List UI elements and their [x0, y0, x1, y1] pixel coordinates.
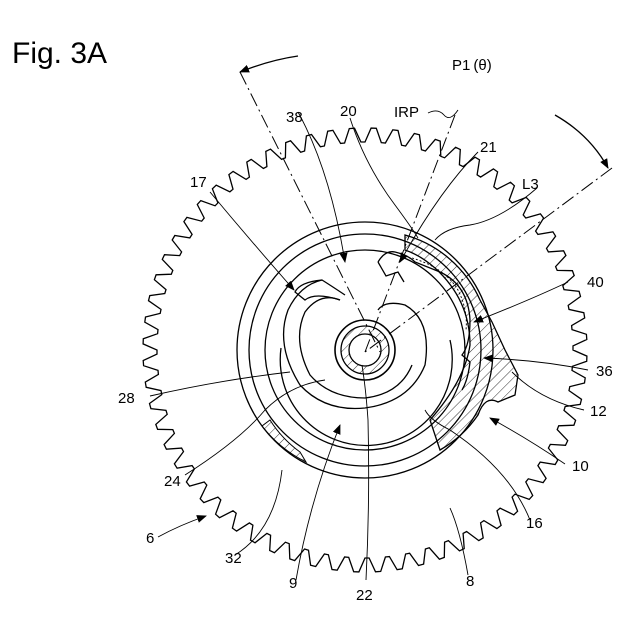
label-36: 36 [596, 363, 613, 380]
leader-17 [210, 192, 294, 290]
leader-l3 [435, 188, 537, 240]
label-32: 32 [225, 550, 242, 567]
leader-32 [235, 470, 282, 555]
axis-line-irp [365, 115, 455, 352]
label-irp: IRP [394, 104, 419, 121]
leader-40 [474, 282, 568, 322]
label-38: 38 [286, 109, 303, 126]
label-21: 21 [480, 139, 497, 156]
axis-line-1 [240, 72, 380, 352]
leader-10 [490, 418, 565, 464]
label-10: 10 [572, 458, 589, 475]
leader-8 [450, 508, 468, 575]
label-12: 12 [590, 403, 607, 420]
label-28: 28 [118, 390, 135, 407]
figure-title: Fig. 3A [12, 37, 107, 70]
label-8: 8 [466, 573, 474, 590]
label-16: 16 [526, 515, 543, 532]
label-22: 22 [356, 587, 373, 604]
label-l3: L3 [522, 176, 539, 193]
label-17: 17 [190, 174, 207, 191]
leader-38 [298, 112, 345, 262]
label-20: 20 [340, 103, 357, 120]
label-40: 40 [587, 274, 604, 291]
leader-20 [350, 118, 418, 238]
lever-tip [378, 262, 404, 282]
label-6: 6 [146, 530, 154, 547]
leader-12 [512, 372, 584, 410]
leader-6 [158, 516, 206, 537]
label-9: 9 [289, 575, 297, 592]
angle-arc-left [240, 56, 298, 72]
label-p1-theta: P1 (θ) [452, 57, 492, 74]
label-24: 24 [164, 473, 181, 490]
angle-arc-right [555, 115, 608, 168]
shaft-bore [349, 334, 381, 366]
leader-irp-squiggle [428, 110, 458, 118]
